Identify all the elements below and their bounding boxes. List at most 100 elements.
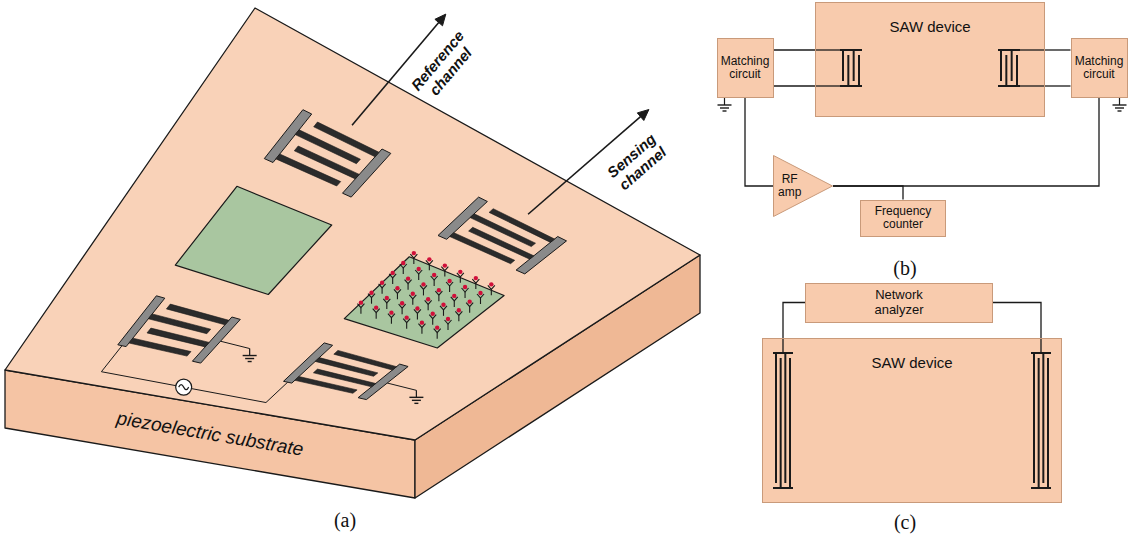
target-molecule <box>406 276 410 280</box>
box-label: RF amp <box>778 173 801 200</box>
idt-finger <box>842 50 844 81</box>
ground-wire <box>387 383 416 390</box>
target-molecule <box>359 300 363 304</box>
signal-wire <box>1045 85 1071 86</box>
internal-wire <box>782 339 783 353</box>
channel-label: Reference channel <box>408 27 481 105</box>
target-molecule <box>447 279 451 283</box>
ac-source-wave <box>179 385 189 390</box>
ac-source-circle <box>176 379 192 395</box>
idt-finger <box>1033 353 1035 483</box>
idt-finger <box>847 55 849 86</box>
ground-bar <box>720 107 729 108</box>
panel-label: (c) <box>894 511 916 534</box>
target-molecule <box>441 303 445 307</box>
receptor-stem <box>429 264 430 270</box>
idt-finger <box>1011 50 1013 81</box>
ground-bar <box>248 361 252 362</box>
idt-finger <box>1042 353 1044 483</box>
target-molecule <box>427 257 431 261</box>
counter-box: Frequency counter <box>860 200 946 237</box>
receptor-stem <box>371 298 372 304</box>
analyzer-box: Network analyzer <box>805 283 993 323</box>
ground-bar <box>243 355 257 356</box>
receptor-stem <box>408 284 409 290</box>
receptor-stem <box>417 313 418 319</box>
receptor-stem <box>437 333 438 339</box>
ground-bar <box>1118 110 1122 111</box>
target-molecule <box>411 292 415 296</box>
saw-device-box: SAW device <box>762 338 1062 503</box>
target-molecule <box>380 281 384 285</box>
excitation-circuit <box>101 341 423 403</box>
receptor-stem <box>447 324 448 330</box>
receptor-stem <box>403 268 404 274</box>
amplifier-triangle-shape <box>774 156 833 217</box>
receptor-stem <box>418 274 419 280</box>
receptor-stem <box>458 315 459 321</box>
idt-finger <box>858 55 860 86</box>
receptor-stem <box>434 280 435 286</box>
ground-symbol <box>409 390 423 403</box>
target-molecule <box>401 261 405 265</box>
target-molecule <box>458 270 462 274</box>
wire-connector <box>745 98 773 186</box>
idt-finger <box>166 304 229 325</box>
idt-finger <box>334 350 397 370</box>
receptor-stem <box>449 286 450 292</box>
ground-bar <box>412 400 421 401</box>
channel-label: Sensing channel <box>604 130 671 194</box>
target-molecule <box>467 299 471 303</box>
target-molecule <box>437 288 441 292</box>
box-label: SAW device <box>871 355 952 372</box>
target-molecule <box>435 325 439 329</box>
idt-finger <box>294 146 359 179</box>
receptor-stem <box>412 299 413 305</box>
substrate-top-face <box>5 8 700 440</box>
idt-finger <box>295 130 360 164</box>
target-molecule <box>432 273 436 277</box>
target-molecule <box>426 297 430 301</box>
piezoelectric-substrate <box>5 8 700 498</box>
ground-symbol <box>243 349 257 362</box>
receptor-stem <box>391 318 392 324</box>
idt-electrode <box>840 50 862 86</box>
reference-film <box>175 186 331 294</box>
receptor-stem <box>475 283 476 289</box>
idt-electrode <box>284 343 409 400</box>
signal-wire <box>774 85 816 86</box>
target-molecule <box>431 312 435 316</box>
target-molecule <box>463 285 467 289</box>
target-molecule <box>404 315 408 319</box>
idt-electrode <box>1031 353 1051 488</box>
ground-lead <box>1119 98 1120 105</box>
internal-wire <box>1020 85 1044 86</box>
wire-connector <box>993 303 1041 339</box>
idt-electrode <box>773 353 793 488</box>
box-label: Network analyzer <box>874 288 923 317</box>
ground-bar <box>718 104 732 105</box>
idt-finger <box>276 154 341 186</box>
target-molecule <box>421 282 425 286</box>
target-molecule <box>385 296 389 300</box>
receptor-stem <box>443 310 444 316</box>
idt-finger <box>775 353 777 483</box>
ground-wire <box>220 341 249 348</box>
receptor-stem <box>432 319 433 325</box>
idt-electrode <box>264 110 391 197</box>
target-molecule <box>443 263 447 267</box>
arrow-head <box>637 110 649 121</box>
panel-label: (b) <box>893 257 916 280</box>
ground-bar <box>1115 107 1124 108</box>
ground-lead <box>416 390 417 397</box>
idt-finger <box>1047 358 1049 488</box>
idt-finger <box>1000 50 1002 81</box>
saw-device-box: SAW device <box>815 2 1045 117</box>
receptor-stem <box>402 308 403 314</box>
target-molecule <box>415 306 419 310</box>
target-molecule <box>389 310 393 314</box>
receptor-stem <box>464 292 465 298</box>
target-molecule <box>417 267 421 271</box>
idt-finger <box>780 358 782 488</box>
